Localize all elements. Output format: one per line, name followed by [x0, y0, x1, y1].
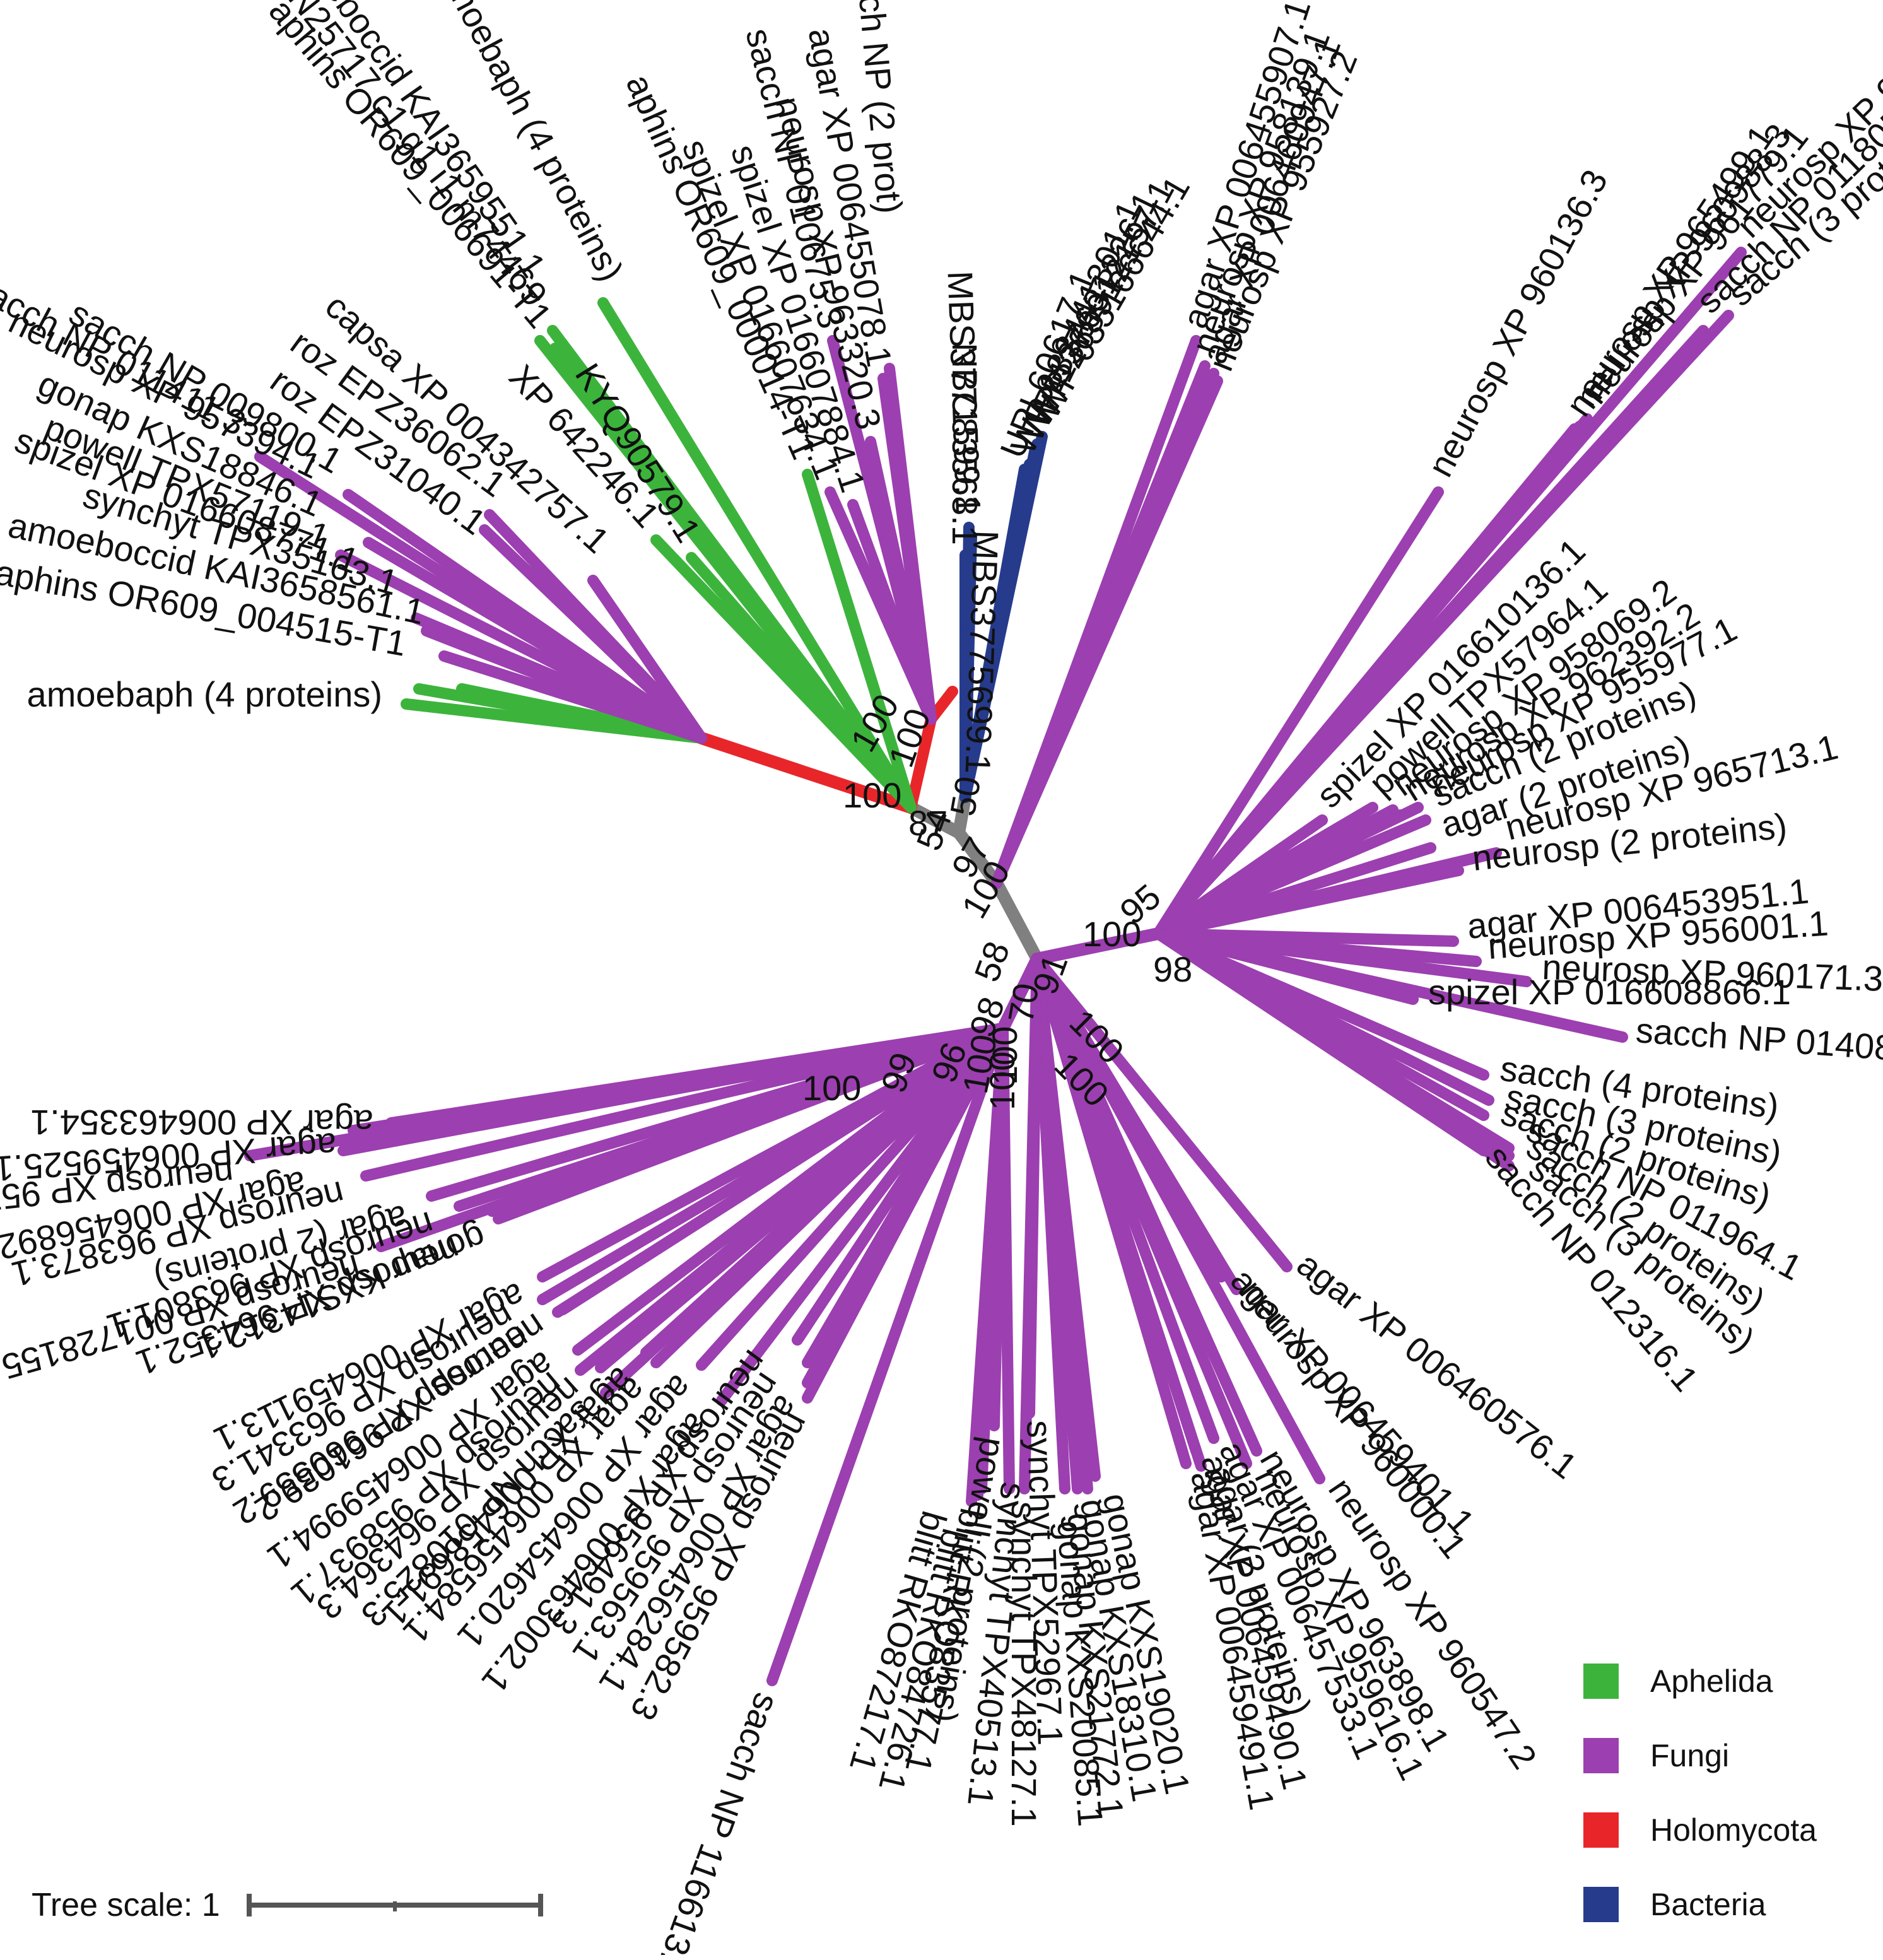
legend-item-bacteria: Bacteria — [1583, 1886, 1817, 1923]
leaf-branch — [1019, 953, 1043, 1494]
support-value: 87 — [908, 803, 947, 843]
leaf-branch — [587, 575, 707, 744]
leaf-branch — [1153, 928, 1628, 1043]
leaf-label: amoebaph (4 proteins) — [27, 674, 382, 714]
leaf-branch — [802, 469, 917, 813]
internal-branch — [1031, 927, 1164, 965]
tree-scale-label: Tree scale: 1 — [32, 1887, 220, 1923]
leaf-branch — [597, 297, 917, 813]
leaf-label: sacch NP 014081.1 — [1634, 1010, 1883, 1071]
legend-swatch-fungi — [1583, 1738, 1619, 1773]
legend-item-aphelida: Aphelida — [1583, 1662, 1817, 1700]
leaf-branch — [572, 1023, 1009, 1356]
support-value: 100 — [985, 1026, 1024, 1085]
support-value: 100 — [802, 1068, 861, 1108]
tree-scale: Tree scale: 1 — [32, 1886, 547, 1924]
support-value: 100 — [982, 1052, 1022, 1110]
legend-item-holomycota: Holomycota — [1583, 1811, 1817, 1849]
legend-item-fungi: Fungi — [1583, 1737, 1817, 1775]
support-value: 100 — [1082, 914, 1141, 954]
leaf-label: agar XP 006463354.1 — [30, 1103, 373, 1142]
leaf-label: sacch NP 116613.1 — [645, 1688, 787, 1955]
support-value: 50 — [942, 773, 988, 819]
support-value: 58 — [966, 936, 1018, 987]
leaf-branch — [884, 363, 937, 725]
leaf-branch — [686, 552, 917, 813]
holomycota-branch — [695, 732, 917, 814]
leaf-branch — [375, 1023, 1009, 1252]
legend-label-holomycota: Holomycota — [1650, 1812, 1817, 1848]
leaf-branch — [1153, 865, 1464, 939]
legend-label-bacteria: Bacteria — [1650, 1887, 1766, 1922]
leaf-label: NBC83568.1 — [945, 343, 985, 545]
leaf-branch — [1153, 310, 1734, 939]
leaf-branch — [959, 531, 977, 803]
legend: Aphelida Fungi Holomycota Bacteria — [1583, 1662, 1817, 1960]
leaf-branch — [959, 431, 1048, 803]
leaf-branch — [1153, 486, 1444, 939]
leaf-branch — [976, 1023, 1009, 1494]
leaf-branch — [991, 375, 1223, 889]
legend-swatch-aphelida — [1583, 1664, 1619, 1699]
leaf-branch — [537, 1023, 1009, 1282]
tree-scale-bar — [246, 1894, 543, 1916]
leaf-branch — [1031, 953, 1071, 1494]
leaf-label: spizel XP 016608866.1 — [1428, 972, 1791, 1012]
leaf-label: synchyt TPX48127.1 — [1004, 1501, 1044, 1827]
leaf-branch — [385, 1023, 1009, 1129]
tree-branches — [244, 247, 1747, 1686]
support-value: 100 — [843, 775, 901, 815]
backbone-branch — [953, 791, 971, 839]
support-value: 70 — [1000, 980, 1047, 1026]
leaf-branch — [766, 1023, 1009, 1686]
leaf-branch — [1031, 953, 1325, 1484]
leaf-branch — [1031, 953, 1192, 1469]
leaf-branch — [484, 509, 707, 744]
leaf-label: MBS3775699.1 — [958, 530, 1006, 775]
leaf-branch — [254, 451, 707, 744]
leaf-branch — [1153, 928, 1489, 1156]
leaf-branch — [716, 1023, 1009, 1406]
legend-swatch-bacteria — [1583, 1887, 1619, 1922]
legend-label-fungi: Fungi — [1650, 1738, 1730, 1773]
legend-swatch-holomycota — [1583, 1812, 1619, 1848]
backbone-branch — [905, 801, 965, 839]
leaf-branch — [1031, 953, 1293, 1272]
support-value: 98 — [1153, 949, 1192, 989]
legend-label-aphelida: Aphelida — [1650, 1664, 1773, 1699]
leaf-label: MBS3771599.1 — [941, 270, 988, 515]
leaf-branch — [549, 343, 917, 813]
